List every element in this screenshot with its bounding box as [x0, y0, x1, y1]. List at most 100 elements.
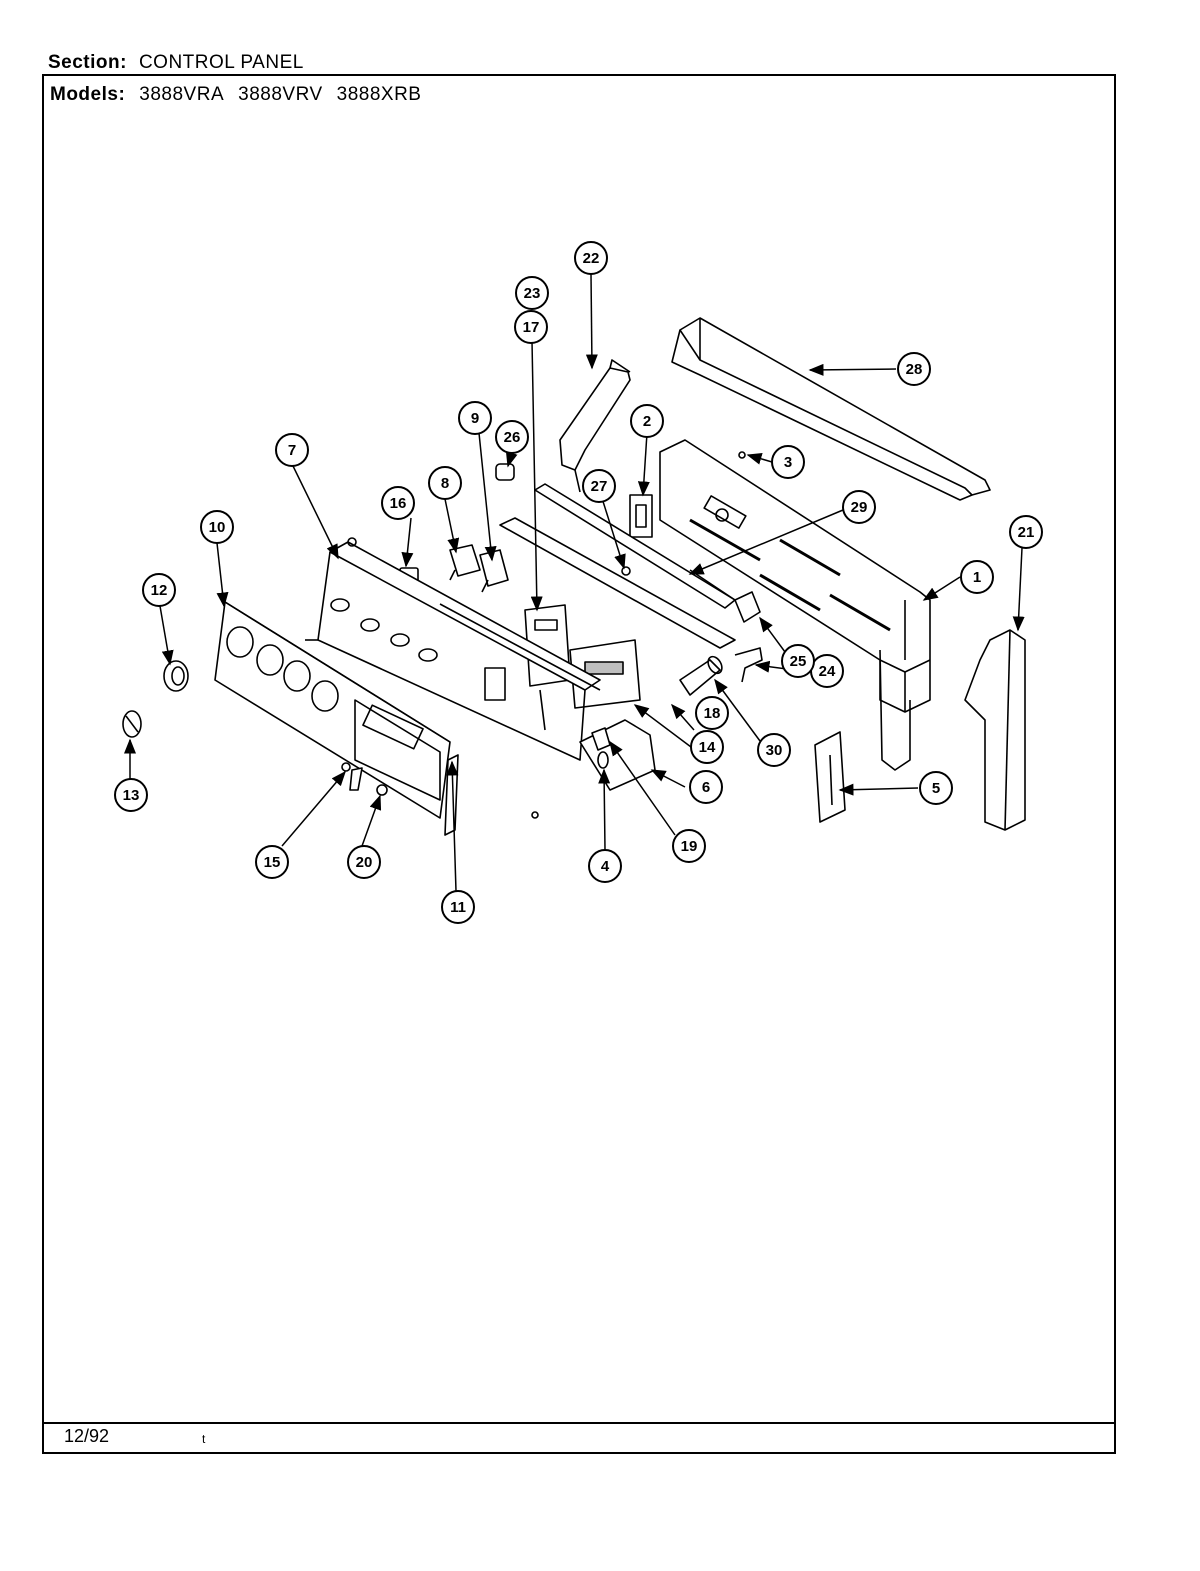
- svg-text:5: 5: [932, 780, 940, 797]
- svg-text:23: 23: [524, 285, 541, 302]
- svg-text:10: 10: [209, 519, 226, 536]
- callout-6: 6: [689, 770, 723, 804]
- svg-text:21: 21: [1018, 524, 1035, 541]
- callout-17: 17: [514, 310, 548, 344]
- part-bracket-22: [559, 359, 631, 493]
- callout-1: 1: [960, 560, 994, 594]
- svg-text:12: 12: [151, 582, 168, 599]
- part-side-trim-21: [964, 629, 1026, 831]
- svg-text:4: 4: [601, 858, 610, 875]
- section-label: Section:: [48, 52, 127, 73]
- callout-25: 25: [781, 644, 815, 678]
- models-label: Models:: [50, 84, 126, 105]
- callout-12: 12: [142, 573, 176, 607]
- svg-text:24: 24: [819, 663, 836, 680]
- part-switches-8-9: [449, 544, 509, 593]
- svg-text:9: 9: [471, 410, 479, 427]
- part-screw-bottom: [531, 811, 539, 819]
- svg-text:30: 30: [766, 742, 783, 759]
- part-bracket-5: [814, 731, 846, 823]
- part-strip-6: [579, 719, 656, 791]
- svg-text:28: 28: [906, 361, 923, 378]
- svg-text:18: 18: [704, 705, 721, 722]
- svg-text:26: 26: [504, 429, 521, 446]
- callout-23: 23: [515, 276, 549, 310]
- callout-16: 16: [381, 486, 415, 520]
- callout-14: 14: [690, 730, 724, 764]
- callout-9: 9: [458, 401, 492, 435]
- svg-text:16: 16: [390, 495, 407, 512]
- footer-date: 12/92: [64, 1426, 110, 1446]
- section-heading: Section: CONTROL PANEL: [48, 52, 304, 74]
- callout-2: 2: [630, 404, 664, 438]
- part-button-15: [341, 762, 351, 772]
- part-lens-4: [597, 751, 609, 769]
- svg-text:27: 27: [591, 478, 608, 495]
- callout-5: 5: [919, 771, 953, 805]
- callout-26: 26: [495, 420, 529, 454]
- callout-28: 28: [897, 352, 931, 386]
- svg-text:25: 25: [790, 653, 807, 670]
- callout-20: 20: [347, 845, 381, 879]
- callout-11: 11: [441, 890, 475, 924]
- part-top-trim-28: [671, 317, 991, 501]
- model-2: 3888VRV: [238, 84, 323, 105]
- part-switch-2: [629, 494, 653, 538]
- part-screw-27: [621, 566, 631, 576]
- part-back-panel-1: [659, 439, 931, 771]
- callout-4: 4: [588, 849, 622, 883]
- svg-text:3: 3: [784, 454, 792, 471]
- callout-27: 27: [582, 469, 616, 503]
- svg-text:19: 19: [681, 838, 698, 855]
- model-1: 3888VRA: [139, 84, 225, 105]
- part-knob-13: [122, 710, 142, 738]
- section-value: CONTROL PANEL: [138, 52, 304, 73]
- svg-text:2: 2: [643, 413, 651, 430]
- callout-7: 7: [275, 433, 309, 467]
- part-overlay-10: [214, 601, 451, 819]
- svg-text:1: 1: [973, 569, 981, 586]
- callout-8: 8: [428, 466, 462, 500]
- part-switch-25: [734, 591, 761, 623]
- callout-18: 18: [695, 696, 729, 730]
- part-button-20: [376, 784, 388, 796]
- callout-21: 21: [1009, 515, 1043, 549]
- models-heading: Models: 3888VRA 3888VRV 3888XRB: [50, 84, 421, 106]
- svg-text:17: 17: [523, 319, 540, 336]
- part-strip-edge: [439, 603, 601, 691]
- svg-text:29: 29: [851, 499, 868, 516]
- svg-text:7: 7: [288, 442, 296, 459]
- callout-group: 1 2 3 4 5 6 7 8 9 10 11 12 13 14 15 16 1…: [114, 241, 1043, 924]
- footer-mark: t: [202, 1432, 206, 1446]
- callout-3: 3: [771, 445, 805, 479]
- callout-29: 29: [842, 490, 876, 524]
- part-cylinder-30: [679, 655, 723, 696]
- svg-text:15: 15: [264, 854, 281, 871]
- leader-lines: [124, 273, 1025, 892]
- svg-text:14: 14: [699, 739, 716, 756]
- part-bezel-12: [163, 660, 189, 692]
- svg-text:11: 11: [450, 899, 466, 916]
- svg-text:22: 22: [583, 250, 600, 267]
- callout-13: 13: [114, 778, 148, 812]
- callout-22: 22: [574, 241, 608, 275]
- footer-rule: [44, 1422, 1114, 1424]
- svg-text:13: 13: [123, 787, 140, 804]
- part-screw-3: [738, 451, 746, 459]
- model-3: 3888XRB: [336, 84, 422, 105]
- svg-text:6: 6: [702, 779, 710, 796]
- callout-19: 19: [672, 829, 706, 863]
- callout-30: 30: [757, 733, 791, 767]
- svg-text:20: 20: [356, 854, 373, 871]
- part-button-15b: [349, 767, 363, 791]
- diagram-frame: Models: 3888VRA 3888VRV 3888XRB 12/92 t: [42, 74, 1116, 1454]
- part-bracket-24: [734, 647, 763, 683]
- svg-text:8: 8: [441, 475, 449, 492]
- callout-15: 15: [255, 845, 289, 879]
- callout-10: 10: [200, 510, 234, 544]
- part-screw-7: [347, 537, 357, 547]
- callout-24: 24: [810, 654, 844, 688]
- part-clip-26: [495, 463, 515, 481]
- part-rail-29: [499, 483, 736, 649]
